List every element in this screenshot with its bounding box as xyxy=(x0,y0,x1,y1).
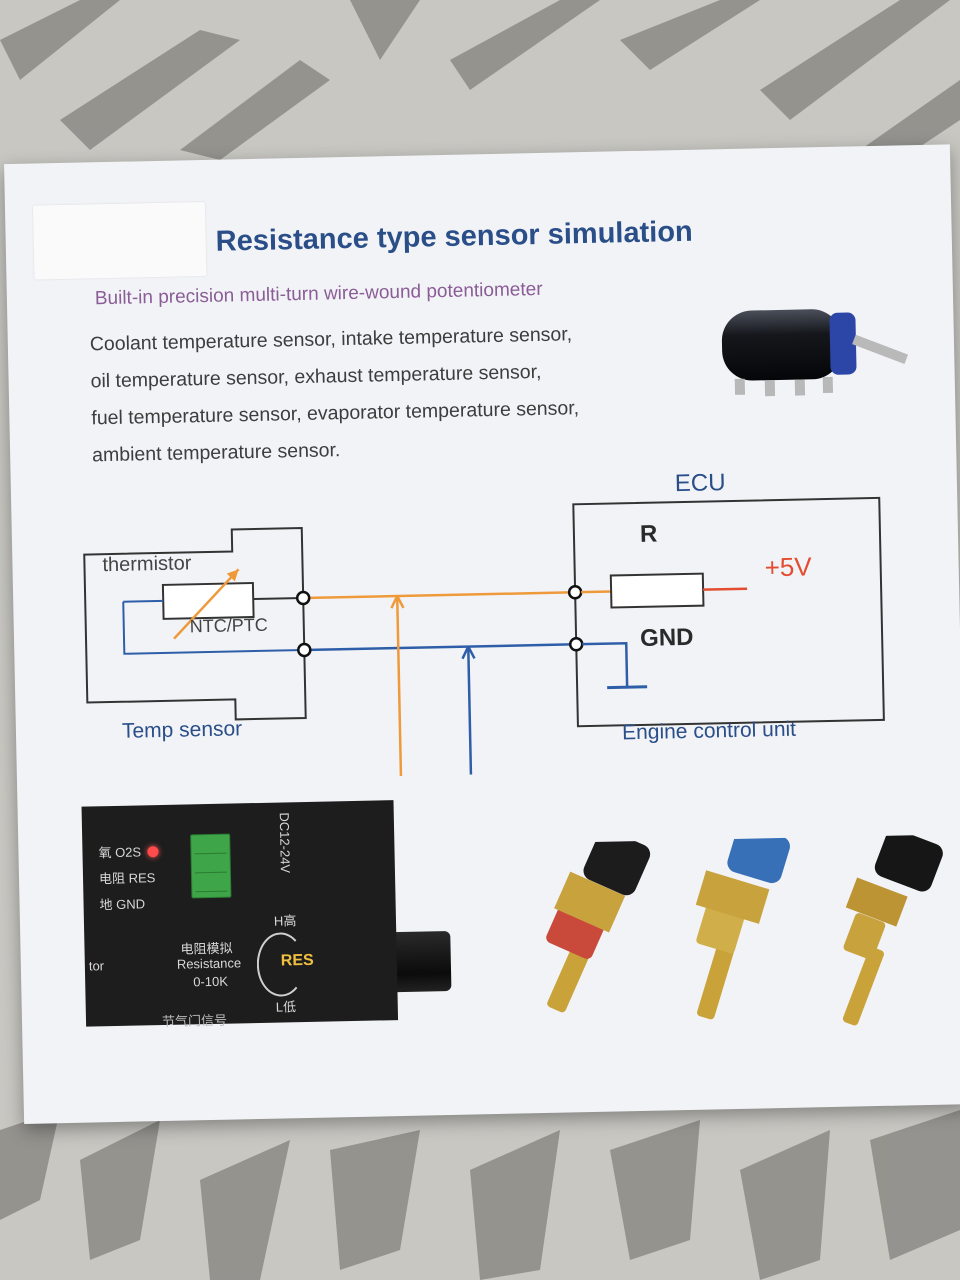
temperature-sensor-photo xyxy=(546,834,943,1026)
resistor-r xyxy=(609,572,705,609)
resistance-en-label: Resistance xyxy=(176,955,242,972)
sensor-terminal-ground xyxy=(297,642,312,658)
temp-sensor-outline xyxy=(83,526,307,721)
adjust-arrow xyxy=(173,568,240,640)
terminal-block-icon xyxy=(190,833,232,899)
page-title: Resistance type sensor simulation xyxy=(215,215,694,258)
o2s-label: 氧 O2S xyxy=(98,844,142,861)
voltage-label: DC12-24V xyxy=(276,812,293,874)
range-label: 0-10K xyxy=(193,973,229,990)
high-label: H高 xyxy=(273,913,297,929)
sensor-1 xyxy=(546,834,651,1013)
product-card: Resistance type sensor simulation Built-… xyxy=(4,144,960,1124)
sensor-2 xyxy=(695,834,790,1020)
ground-wire xyxy=(304,643,577,652)
orange-lead xyxy=(224,595,405,785)
supply-label: +5V xyxy=(764,551,812,583)
ecu-box xyxy=(572,496,885,728)
ecu-terminal-ground xyxy=(568,637,584,652)
blank-sticker xyxy=(32,201,207,280)
ground-label: GND xyxy=(639,623,694,652)
led-indicator xyxy=(146,846,159,858)
thermistor-label: thermistor xyxy=(102,552,192,577)
res-knob-label: RES xyxy=(280,951,314,970)
ground-symbol xyxy=(607,685,648,690)
edge-label: tor xyxy=(88,958,105,974)
blue-lead xyxy=(225,646,475,785)
gnd-label: 地 GND xyxy=(99,896,146,913)
ecu-label: ECU xyxy=(674,469,726,498)
potentiometer-photo xyxy=(721,309,909,397)
o2s-row: 氧 O2S xyxy=(98,841,159,861)
subtitle: Built-in precision multi-turn wire-wound… xyxy=(94,278,543,310)
ecu-terminal-signal xyxy=(567,585,583,600)
sensor-3 xyxy=(842,834,943,1026)
temp-sensor-label: Temp sensor xyxy=(121,717,243,743)
low-label: L低 xyxy=(275,999,297,1015)
simulator-module: 氧 O2S 电阻 RES 地 GND DC12-24V H高 电阻模拟 Resi… xyxy=(81,800,399,1029)
cut-off-label: 节气门信号 xyxy=(161,1012,228,1030)
wiring-diagram: ECU R +5V GND thermistor NTC/PTC Temp se… xyxy=(10,444,960,785)
ntc-ptc-label: NTC/PTC xyxy=(189,614,268,637)
signal-wire xyxy=(303,591,576,600)
res-label: 电阻 RES xyxy=(98,870,156,887)
resistor-label: R xyxy=(639,520,658,548)
sensor-terminal-signal xyxy=(295,590,311,606)
engine-control-unit-label: Engine control unit xyxy=(621,717,797,745)
sensor-description: Coolant temperature sensor, intake tempe… xyxy=(89,313,712,474)
resistance-cn-label: 电阻模拟 xyxy=(180,940,233,957)
